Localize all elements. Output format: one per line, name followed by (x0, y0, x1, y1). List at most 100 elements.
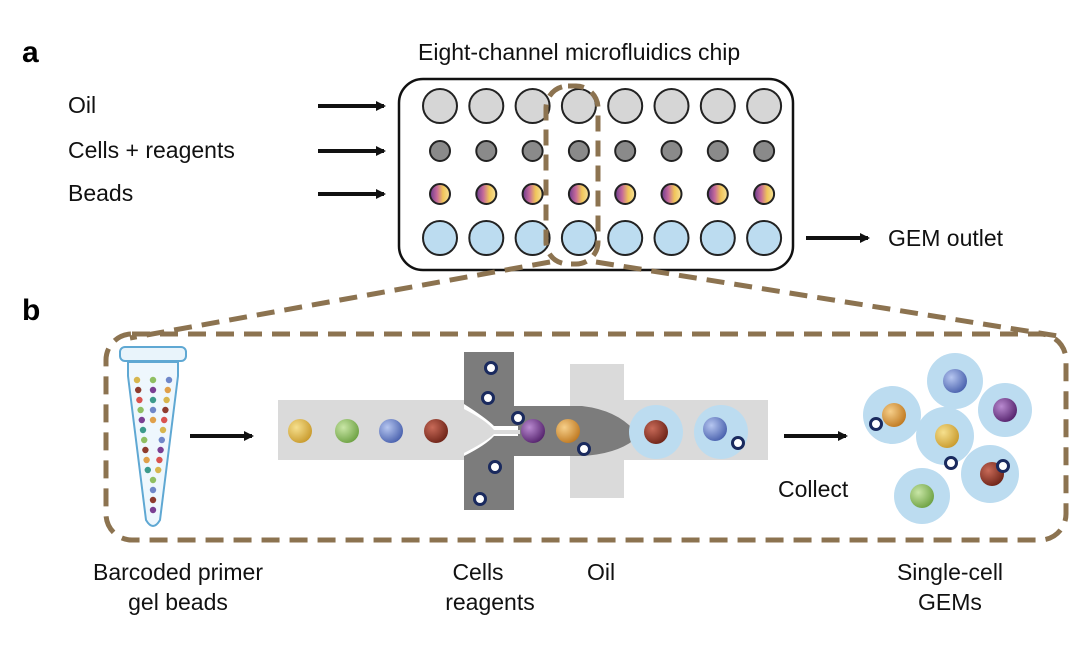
tube-bead (149, 476, 157, 484)
bead-well (706, 183, 729, 205)
barcoded-bead (424, 419, 448, 443)
tube-bead (149, 506, 157, 514)
oil-label: Oil (587, 559, 615, 585)
zoom-line-right (595, 259, 1059, 339)
tube-bead (136, 396, 143, 404)
cell-well (706, 140, 729, 162)
oil-well (514, 88, 551, 124)
single-cell-gems (863, 353, 1032, 524)
outlet-well (607, 220, 644, 256)
tube-bead (139, 426, 147, 434)
cell (511, 411, 525, 425)
tube-bead (159, 426, 167, 434)
tube-bead (143, 456, 150, 464)
barcoded-bead (288, 419, 312, 443)
outlet-well (514, 220, 551, 256)
cell (731, 436, 745, 450)
tube-bead (149, 486, 157, 494)
cell (996, 459, 1010, 473)
cell (481, 391, 495, 405)
tube-bead (155, 466, 162, 474)
tube-bead (149, 376, 157, 384)
oil-well (607, 88, 644, 124)
outlet-well (699, 220, 736, 256)
cells-label-line1: Cells (452, 559, 503, 585)
gel-bead-tube (119, 346, 187, 527)
barcoded-bead (882, 403, 906, 427)
tube-bead (141, 436, 148, 444)
tube-bead (137, 406, 144, 414)
tube-bead (156, 456, 163, 464)
bead-well (521, 183, 544, 205)
gems-label-line1: Single-cell (897, 559, 1003, 585)
cell (577, 442, 591, 456)
bead-well (475, 183, 498, 205)
tube-bead (149, 386, 157, 394)
channel-beads (288, 405, 748, 459)
free-cells (473, 361, 745, 506)
tube-bead (135, 386, 142, 394)
barcoded-bead (910, 484, 934, 508)
tube-bead (149, 396, 157, 404)
panel-letter-b: b (22, 294, 40, 327)
cell-well (475, 140, 498, 162)
tube-bead (138, 416, 145, 424)
bead-well (429, 183, 451, 205)
panel-letter-a: a (22, 36, 39, 69)
tube-bead (161, 416, 168, 424)
bead-well (614, 183, 637, 205)
cell-well (567, 140, 590, 162)
gem-outlet-label: GEM outlet (888, 225, 1004, 251)
tube-bead (149, 416, 157, 424)
oil-well (746, 88, 783, 124)
oil-well (422, 88, 458, 124)
tube-bead (144, 466, 151, 474)
cells-label-line2: reagents (445, 589, 535, 615)
tube-bead (149, 496, 157, 504)
tube-label-line1: Barcoded primer (93, 559, 263, 585)
cell (944, 456, 958, 470)
cell (869, 417, 883, 431)
cell (488, 460, 502, 474)
highlighted-channel (543, 83, 601, 267)
barcoded-bead (943, 369, 967, 393)
input-label-cells: Cells + reagents (68, 137, 235, 163)
oil-well (653, 88, 690, 124)
tube-bead (149, 406, 157, 414)
oil-well (699, 88, 736, 124)
barcoded-bead (521, 419, 545, 443)
oil-well (468, 88, 505, 124)
zoom-detail-box (103, 331, 1069, 543)
barcoded-bead (993, 398, 1017, 422)
collect-label: Collect (778, 476, 849, 502)
barcoded-bead (644, 420, 668, 444)
tube-bead (163, 396, 170, 404)
bead-well (753, 183, 776, 205)
zoom-line-left (129, 259, 551, 341)
cell (484, 361, 498, 375)
cell-well (660, 140, 683, 162)
tube-bead (165, 376, 173, 384)
barcoded-bead (703, 417, 727, 441)
tube-bead (142, 446, 149, 454)
outlet-well (653, 220, 690, 256)
outlet-well (468, 220, 505, 256)
tube-bead (158, 436, 165, 444)
input-label-oil: Oil (68, 92, 96, 118)
input-label-beads: Beads (68, 180, 133, 206)
tube-label-line2: gel beads (128, 589, 228, 615)
chip-wells (422, 88, 783, 256)
cell-well (521, 140, 544, 162)
tube-bead (133, 376, 141, 384)
barcoded-bead (935, 424, 959, 448)
tube-bead (157, 446, 164, 454)
cell-well (753, 140, 776, 162)
barcoded-bead (335, 419, 359, 443)
gems-label-line2: GEMs (918, 589, 982, 615)
outlet-well (746, 220, 783, 256)
bead-well (660, 183, 683, 205)
outlet-well (560, 220, 597, 256)
chip-title: Eight-channel microfluidics chip (418, 39, 740, 65)
cell-well (614, 140, 637, 162)
